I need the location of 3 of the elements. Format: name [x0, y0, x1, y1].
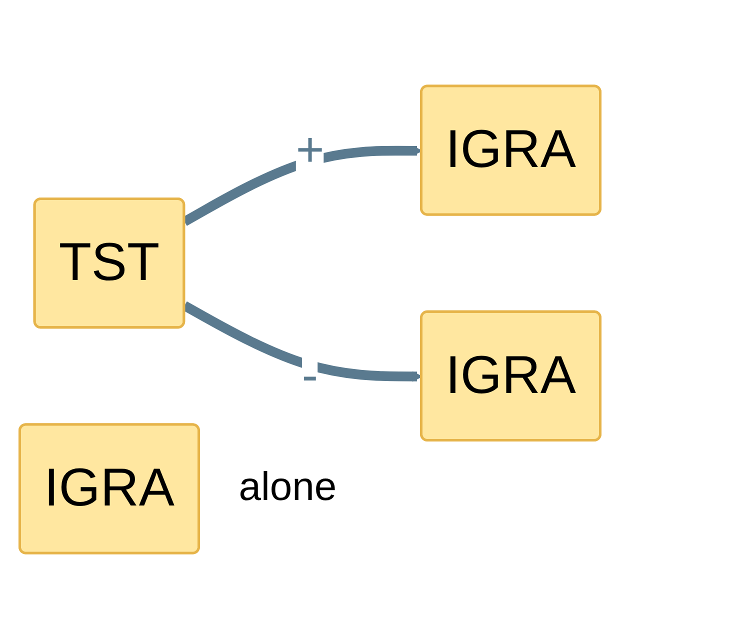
edge-label: - — [302, 349, 318, 403]
edge-label: + — [296, 124, 324, 177]
side-note: alone — [238, 464, 337, 510]
